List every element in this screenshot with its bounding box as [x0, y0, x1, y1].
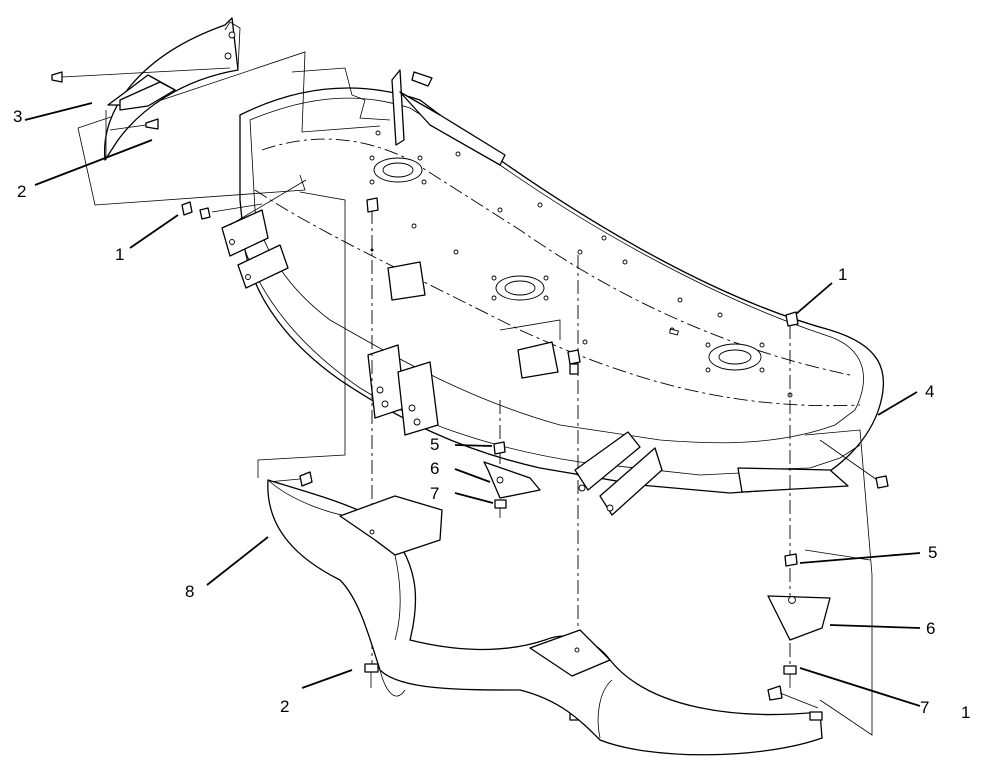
callout-6: 6 [430, 459, 439, 478]
discharge-chute [103, 17, 241, 161]
mower-deck-housing [221, 67, 885, 516]
callout-labels: 3 2 1 1 4 5 6 7 5 6 7 8 2 1 [13, 107, 970, 722]
sheet-number: 1 [961, 703, 970, 722]
callout-1: 1 [838, 265, 847, 284]
callout-2: 2 [17, 182, 26, 201]
callout-2: 2 [280, 697, 289, 716]
callout-8: 8 [185, 582, 194, 601]
hardware-bolts-nuts [51, 67, 889, 721]
callout-3: 3 [13, 107, 22, 126]
callout-6: 6 [926, 619, 935, 638]
assembly-center-lines [77, 51, 881, 736]
baffle [267, 479, 823, 756]
callout-1: 1 [115, 245, 124, 264]
callout-5: 5 [928, 543, 937, 562]
callout-leaders [24, 102, 921, 707]
callout-7: 7 [430, 484, 439, 503]
callout-5: 5 [430, 435, 439, 454]
callout-4: 4 [925, 382, 934, 401]
callout-7: 7 [920, 698, 929, 717]
